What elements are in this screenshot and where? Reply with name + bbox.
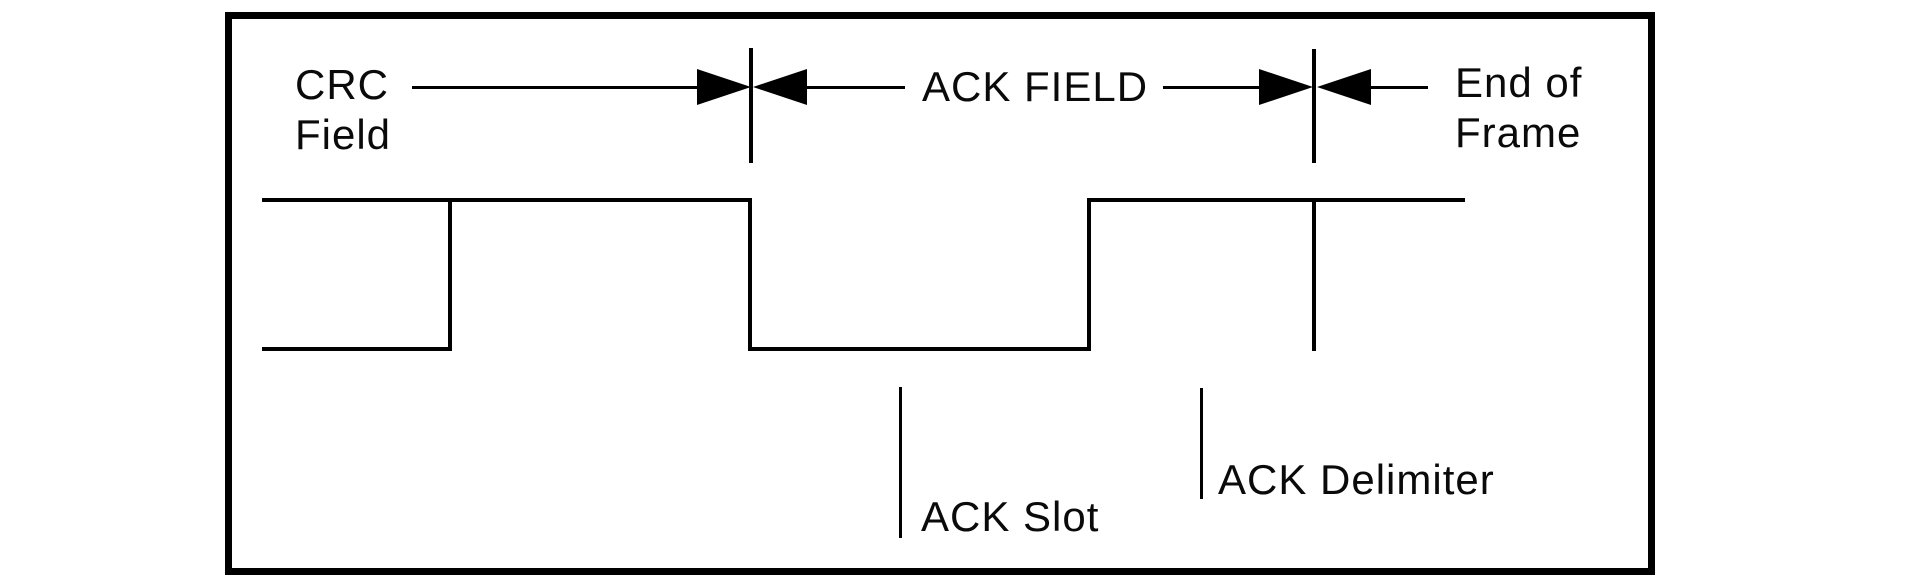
crc-ack-boundary-tick (749, 48, 753, 163)
arrowhead-left-icon (1317, 69, 1371, 105)
signal-low-line-left (262, 347, 452, 351)
crc-field-label-line1: CRC (295, 61, 389, 108)
ack-delimiter-pointer-line (1200, 388, 1203, 499)
ack-field-arrow-line-left (805, 86, 905, 89)
eof-arrow-line (1368, 86, 1428, 89)
signal-rising-edge-crc (448, 198, 452, 351)
crc-arrow-line (412, 86, 700, 89)
ack-field-label: ACK FIELD (922, 63, 1149, 110)
diagram-border (225, 12, 1655, 575)
ack-slot-pointer-line (899, 387, 902, 538)
eof-boundary-line (1312, 200, 1316, 351)
signal-low-line-ack-slot (748, 347, 1091, 351)
ack-eof-boundary-tick (1312, 49, 1316, 163)
end-of-frame-label-line1: End of (1455, 59, 1583, 106)
ack-slot-label: ACK Slot (921, 493, 1100, 540)
end-of-frame-label-line2: Frame (1455, 109, 1582, 156)
signal-rising-edge-ack-delimiter (1087, 198, 1091, 351)
arrowhead-right-icon (1259, 69, 1313, 105)
ack-field-arrow-line-right (1163, 86, 1262, 89)
ack-delimiter-label: ACK Delimiter (1218, 456, 1495, 503)
arrowhead-right-icon (697, 69, 751, 105)
arrowhead-left-icon (753, 69, 807, 105)
signal-high-line-left (262, 198, 752, 202)
signal-high-line-right (1087, 198, 1465, 202)
crc-field-label-line2: Field (295, 111, 392, 158)
signal-falling-edge-ack-slot (748, 198, 752, 351)
